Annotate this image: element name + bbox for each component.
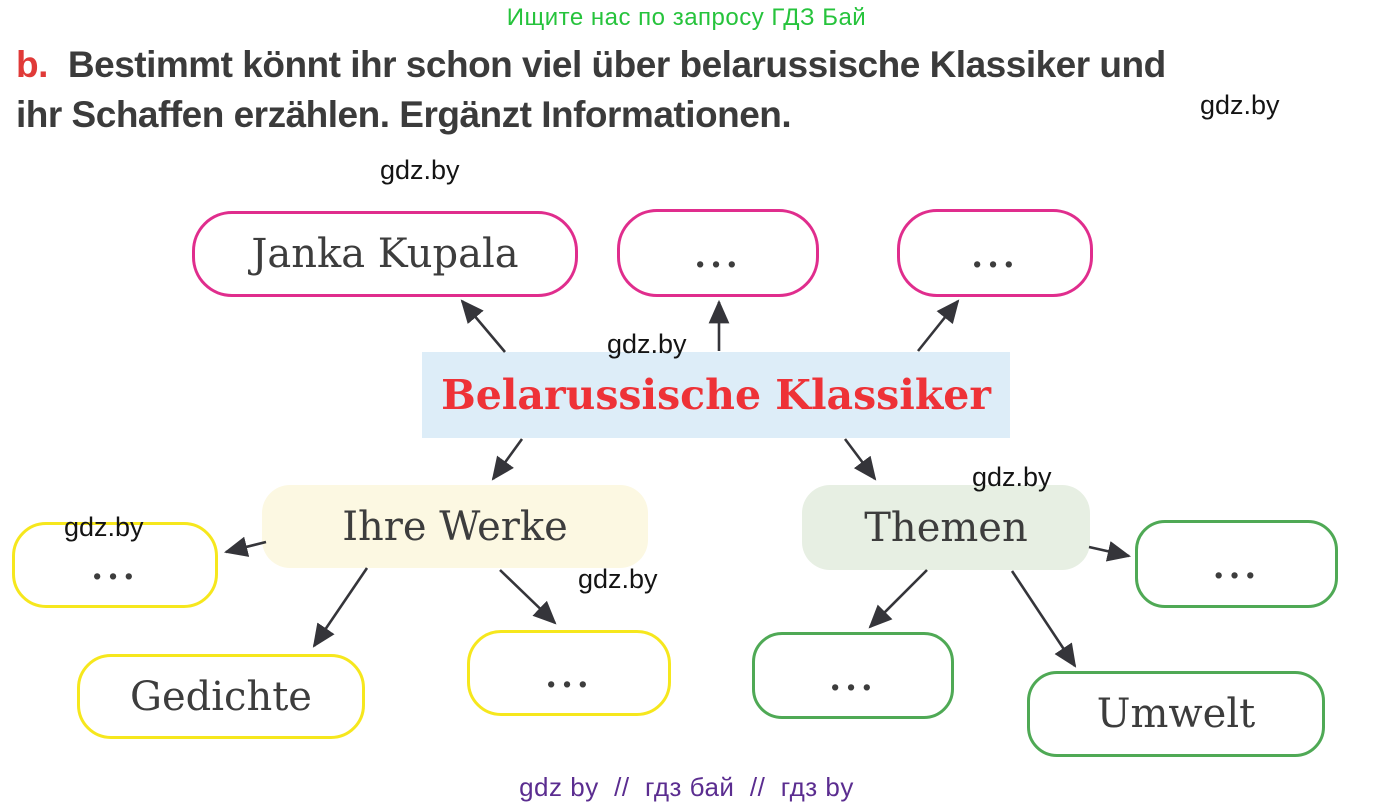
node-janka-kupala: Janka Kupala	[192, 211, 578, 297]
exercise-letter: b.	[16, 44, 48, 85]
node-classic-placeholder-1: ...	[617, 209, 819, 297]
footer-search-terms: gdz by // гдз бай // гдз by	[519, 772, 854, 802]
exercise-heading: b. Bestimmt könnt ihr schon viel über bel…	[16, 40, 1366, 140]
heading-line-1: b. Bestimmt könnt ihr schon viel über bel…	[16, 40, 1366, 90]
promo-banner-text: Ищите нас по запросу ГДЗ Бай	[506, 4, 867, 31]
watermark-center: gdz.by	[607, 329, 687, 359]
heading-line-2: ihr Schaffen erzählen. Ergänzt Informati…	[16, 94, 792, 135]
node-themen-placeholder-left: ...	[752, 632, 954, 719]
watermark-werke: gdz.by	[578, 564, 658, 594]
node-themen: Themen	[802, 485, 1090, 570]
node-themen-placeholder-right: ...	[1135, 520, 1338, 608]
watermark-themen: gdz.by	[972, 462, 1052, 492]
node-classic-placeholder-2: ...	[897, 209, 1093, 297]
node-belarussische-klassiker: Belarussische Klassiker	[422, 352, 1010, 438]
heading-line-1-text: Bestimmt könnt ihr schon viel über belar…	[67, 44, 1166, 85]
node-werke-placeholder-mid: ...	[467, 630, 671, 716]
watermark-janka: gdz.by	[380, 155, 460, 185]
watermark-heading: gdz.by	[1200, 90, 1280, 120]
node-umwelt: Umwelt	[1027, 671, 1325, 757]
watermark-left-box: gdz.by	[64, 512, 144, 542]
node-gedichte: Gedichte	[77, 654, 365, 739]
node-ihre-werke: Ihre Werke	[262, 485, 648, 568]
node-werke-placeholder-left: ...	[12, 522, 218, 608]
